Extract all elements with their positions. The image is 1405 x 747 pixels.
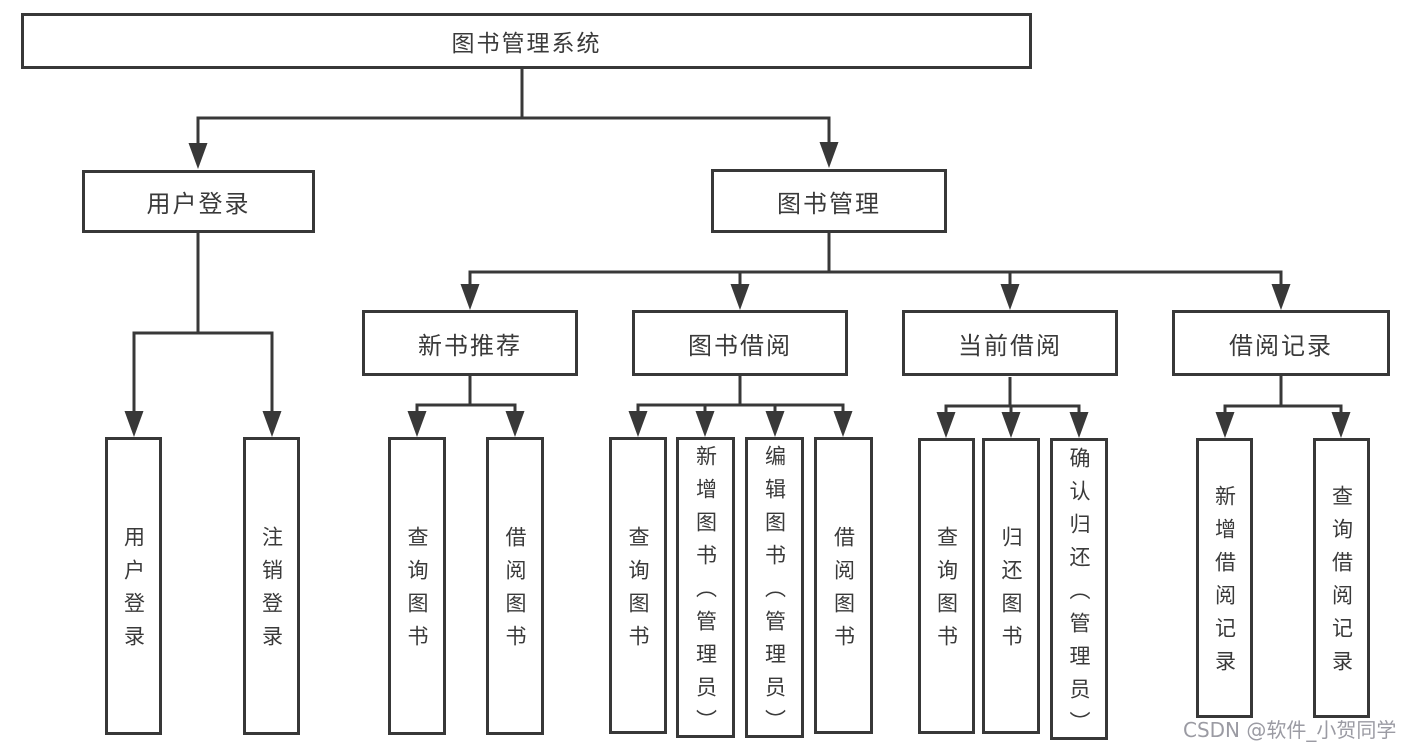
node-label: 图书借阅	[688, 331, 792, 360]
connector-user-login-to-children	[132, 233, 274, 412]
leaf-label: 查询图书	[934, 526, 959, 658]
node-label: 新书推荐	[418, 331, 522, 360]
node-user-login: 用户登录	[82, 170, 315, 233]
watermark: CSDN @软件_小贺同学	[1183, 718, 1397, 742]
leaf-borrow-books-borrowing: 借阅图书	[814, 437, 873, 734]
arrowheads	[124, 142, 1351, 438]
leaf-label: 查询图书	[626, 525, 650, 658]
leaf-add-books-admin: 新增图书（管理员）	[676, 437, 735, 742]
leaf-confirm-return-admin: 确认归还（管理员）	[1050, 438, 1108, 744]
leaf-label: 归还图书	[999, 526, 1023, 658]
node-label: 当前借阅	[958, 331, 1062, 360]
leaf-label: 编辑图书（管理员）	[762, 445, 787, 742]
node-label: 用户登录	[146, 190, 251, 218]
leaf-user-login: 用户登录	[105, 437, 162, 735]
leaf-logout: 注销登录	[243, 437, 300, 735]
connector-book-borrow-to-children	[636, 376, 845, 413]
leaf-label: 查询图书	[405, 526, 429, 658]
node-label: 图书管理	[777, 189, 881, 218]
leaf-label: 注销登录	[259, 526, 284, 658]
node-borrowing-records: 借阅记录	[1172, 310, 1390, 376]
leaf-label: 借阅图书	[503, 526, 527, 658]
connector-book-mgmt-to-level3	[468, 233, 1283, 286]
connector-current-borrow-to-children	[944, 377, 1081, 414]
leaf-label: 确认归还（管理员）	[1067, 446, 1091, 744]
leaf-add-borrow-record: 新增借阅记录	[1196, 438, 1253, 718]
node-new-book-recommend: 新书推荐	[362, 310, 578, 376]
node-label: 借阅记录	[1229, 331, 1333, 360]
leaf-label: 用户登录	[121, 526, 146, 658]
leaf-query-borrow-record: 查询借阅记录	[1313, 438, 1370, 718]
node-book-borrowing: 图书借阅	[632, 310, 848, 376]
node-library-management-system: 图书管理系统	[21, 13, 1032, 69]
node-label: 图书管理系统	[451, 31, 602, 57]
leaf-label: 新增借阅记录	[1212, 485, 1237, 683]
leaf-borrow-books-recommend: 借阅图书	[486, 437, 544, 735]
connector-new-book-rec-to-children	[415, 376, 517, 413]
leaf-label: 借阅图书	[831, 525, 856, 658]
leaf-label: 查询借阅记录	[1329, 485, 1354, 683]
leaf-return-books: 归还图书	[982, 438, 1040, 734]
connector-borrow-records-to-children	[1223, 376, 1343, 414]
leaf-edit-books-admin: 编辑图书（管理员）	[745, 437, 804, 742]
leaf-query-books-current: 查询图书	[918, 438, 975, 734]
connector-root-to-level2	[196, 69, 831, 144]
leaf-query-books-recommend: 查询图书	[388, 437, 446, 735]
leaf-label: 新增图书（管理员）	[693, 445, 718, 742]
node-book-management: 图书管理	[711, 169, 947, 233]
node-current-borrowing: 当前借阅	[902, 310, 1118, 376]
leaf-query-books-borrowing: 查询图书	[609, 437, 667, 734]
